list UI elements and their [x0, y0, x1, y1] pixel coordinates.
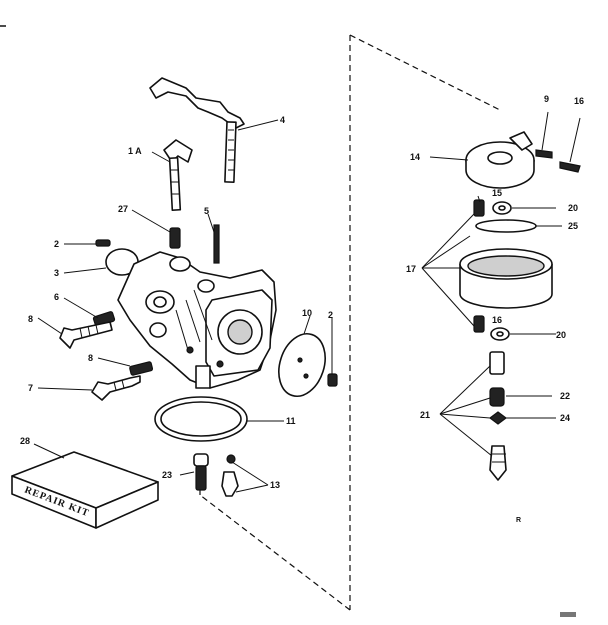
label-part-15: 15 [492, 188, 502, 198]
needle-13-part [221, 454, 239, 497]
label-part-20-top: 20 [568, 203, 578, 213]
washer-24-part [489, 411, 507, 425]
label-part-2-left: 2 [54, 239, 59, 249]
spring-27-part [169, 227, 181, 249]
scan-artifact [560, 612, 576, 617]
label-part-16-top: 16 [574, 96, 584, 106]
label-part-23: 23 [162, 470, 172, 480]
label-part-1a: 1 A [128, 146, 142, 156]
label-part-25: 25 [568, 221, 578, 231]
needle-21-part [489, 445, 507, 481]
label-part-11: 11 [286, 416, 296, 426]
throttle-shaft-part [149, 77, 245, 183]
label-part-5: 5 [204, 206, 209, 216]
washer-20-top-part [492, 201, 512, 215]
label-part-17: 17 [406, 264, 416, 274]
pin-5-part [213, 224, 220, 264]
label-part-20-bottom: 20 [556, 330, 566, 340]
screw-2-left-part [95, 239, 111, 247]
label-part-22: 22 [560, 391, 570, 401]
pin-16-top-part [559, 117, 581, 173]
float-bowl-17-part [459, 248, 553, 309]
label-part-6: 6 [54, 292, 59, 302]
label-part-24: 24 [560, 413, 570, 423]
washer-20-bottom-part [490, 327, 510, 341]
label-part-27: 27 [118, 204, 128, 214]
screw-15-part [473, 199, 485, 217]
label-part-2-right: 2 [328, 310, 333, 320]
screw-16-mid-part [473, 315, 485, 333]
corner-mark: R [516, 517, 521, 524]
leader-lines [33, 119, 562, 493]
screw-8-part [59, 321, 113, 349]
label-part-8b: 8 [88, 353, 93, 363]
label-part-7: 7 [28, 383, 33, 393]
choke-shaft-part [163, 139, 193, 211]
gasket-25-part [475, 219, 537, 233]
label-part-10: 10 [302, 308, 312, 318]
diaphragm-10-part [278, 333, 326, 397]
spring-22-part [489, 387, 505, 407]
oring-11-part [154, 396, 248, 442]
label-part-4: 4 [280, 115, 285, 125]
label-part-21: 21 [420, 410, 430, 420]
label-part-14: 14 [410, 152, 420, 162]
jet-21-part [489, 351, 505, 375]
cap-14-part [465, 131, 535, 189]
spring-8b-part [129, 361, 154, 376]
label-part-3: 3 [54, 268, 59, 278]
carburetor-body [117, 251, 277, 389]
assembly-dashed-line [199, 34, 501, 611]
clip-9-part [535, 111, 553, 159]
label-part-28: 28 [20, 436, 30, 446]
screw-2-right-part [327, 373, 338, 387]
repair-kit-box: REPAIR KIT [11, 451, 159, 529]
label-part-13: 13 [270, 480, 280, 490]
fitting-23-part [193, 453, 209, 491]
label-part-9: 9 [544, 94, 549, 104]
needle-screw-7-part [91, 375, 141, 401]
label-part-16-mid: 16 [492, 315, 502, 325]
label-part-8: 8 [28, 314, 33, 324]
